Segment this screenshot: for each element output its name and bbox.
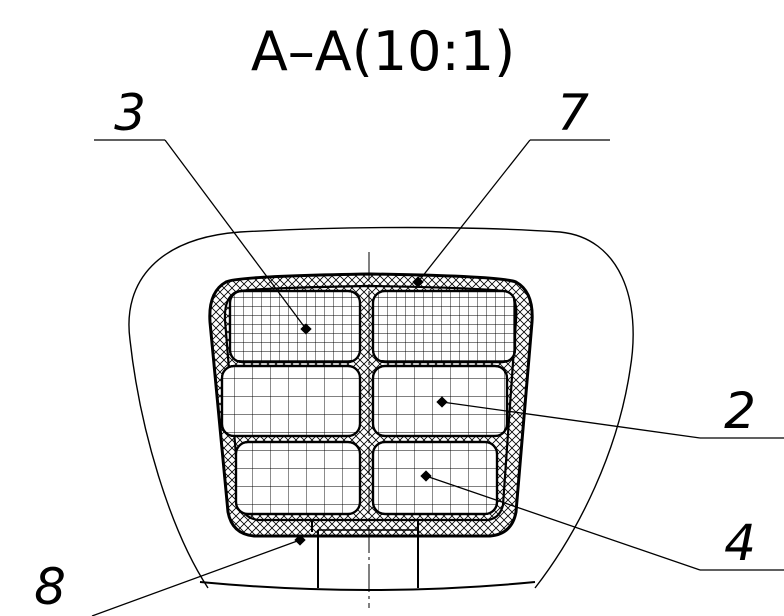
label-7: 7 (557, 84, 589, 142)
block-top-left (228, 289, 362, 364)
label-4: 4 (724, 514, 756, 572)
leader-8 (91, 534, 306, 616)
leader-3 (94, 139, 312, 335)
leader-2 (436, 396, 784, 439)
block-top-right (371, 289, 517, 364)
block-bottom-left (234, 440, 362, 516)
base-arc (199, 581, 536, 591)
section-title: A–A(10:1) (251, 20, 515, 83)
leader-7 (412, 139, 610, 288)
label-2: 2 (724, 382, 756, 440)
block-mid-left (220, 364, 362, 438)
label-8: 8 (34, 558, 66, 616)
label-3: 3 (114, 84, 146, 142)
leader-4 (420, 470, 784, 571)
outer-body-contour (128, 226, 634, 589)
block-bottom-right (371, 440, 499, 516)
